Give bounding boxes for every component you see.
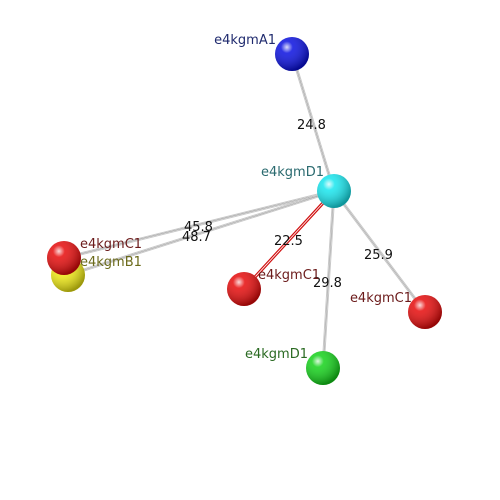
nodes-layer	[47, 37, 442, 385]
bond-line	[242, 189, 334, 289]
atom-shading	[47, 241, 81, 275]
bond-line	[63, 189, 334, 258]
atom-shading	[306, 351, 340, 385]
edge-a1-d1	[290, 53, 336, 192]
node-label-d1: e4kgmD1	[261, 165, 324, 180]
node-label-d1b: e4kgmD1	[245, 347, 308, 362]
bond-line	[292, 53, 336, 191]
node-c1c	[408, 295, 442, 329]
edge-label-d1-c1c: 25.9	[364, 248, 393, 263]
bond-core-line	[291, 53, 335, 192]
atom-shading	[275, 37, 309, 71]
node-d1b	[306, 351, 340, 385]
bond-line	[332, 191, 425, 313]
bond-line	[67, 189, 334, 275]
node-d1	[317, 174, 351, 208]
edges-layer	[63, 53, 427, 369]
atom-shading	[408, 295, 442, 329]
edge-label-a1-d1: 24.8	[297, 118, 326, 133]
labels-layer: 24.8 45.848.7 22.5 29.8 25.9 e4kgmA1 e4kgmD1 e4…	[80, 33, 412, 362]
node-c1a	[47, 241, 81, 275]
atom-shading	[317, 174, 351, 208]
bond-line	[321, 190, 334, 368]
bond-core-line	[322, 190, 335, 369]
node-label-c1c: e4kgmC1	[350, 291, 412, 306]
atom-shading	[227, 272, 261, 306]
bond-core-line	[63, 190, 335, 259]
edge-d1-d1b	[321, 190, 336, 369]
edge-label-d1-c1a: 45.8	[184, 220, 213, 235]
edge-d1-c1c	[332, 190, 427, 313]
edge-d1-c1b	[242, 189, 336, 291]
bond-line	[290, 54, 334, 192]
bond-line	[244, 191, 336, 291]
edge-d1-b1	[67, 189, 335, 277]
bond-core-line	[333, 190, 426, 313]
bond-line	[323, 191, 336, 369]
edge-label-d1-d1b: 29.8	[313, 276, 342, 291]
node-label-a1: e4kgmA1	[214, 33, 276, 48]
edge-label-d1-c1b: 22.5	[274, 234, 303, 249]
edge-d1-c1a	[63, 189, 335, 260]
node-a1	[275, 37, 309, 71]
node-c1b	[227, 272, 261, 306]
node-label-c1b: e4kgmC1	[258, 268, 320, 283]
bond-line	[64, 191, 335, 260]
node-label-b1: e4kgmB1	[80, 255, 142, 270]
edge-label-d1-b1: 48.7	[182, 230, 211, 245]
bond-line	[68, 191, 335, 277]
bond-line	[334, 190, 427, 312]
node-label-c1a: e4kgmC1	[80, 237, 142, 252]
bond-core-line	[67, 190, 335, 276]
